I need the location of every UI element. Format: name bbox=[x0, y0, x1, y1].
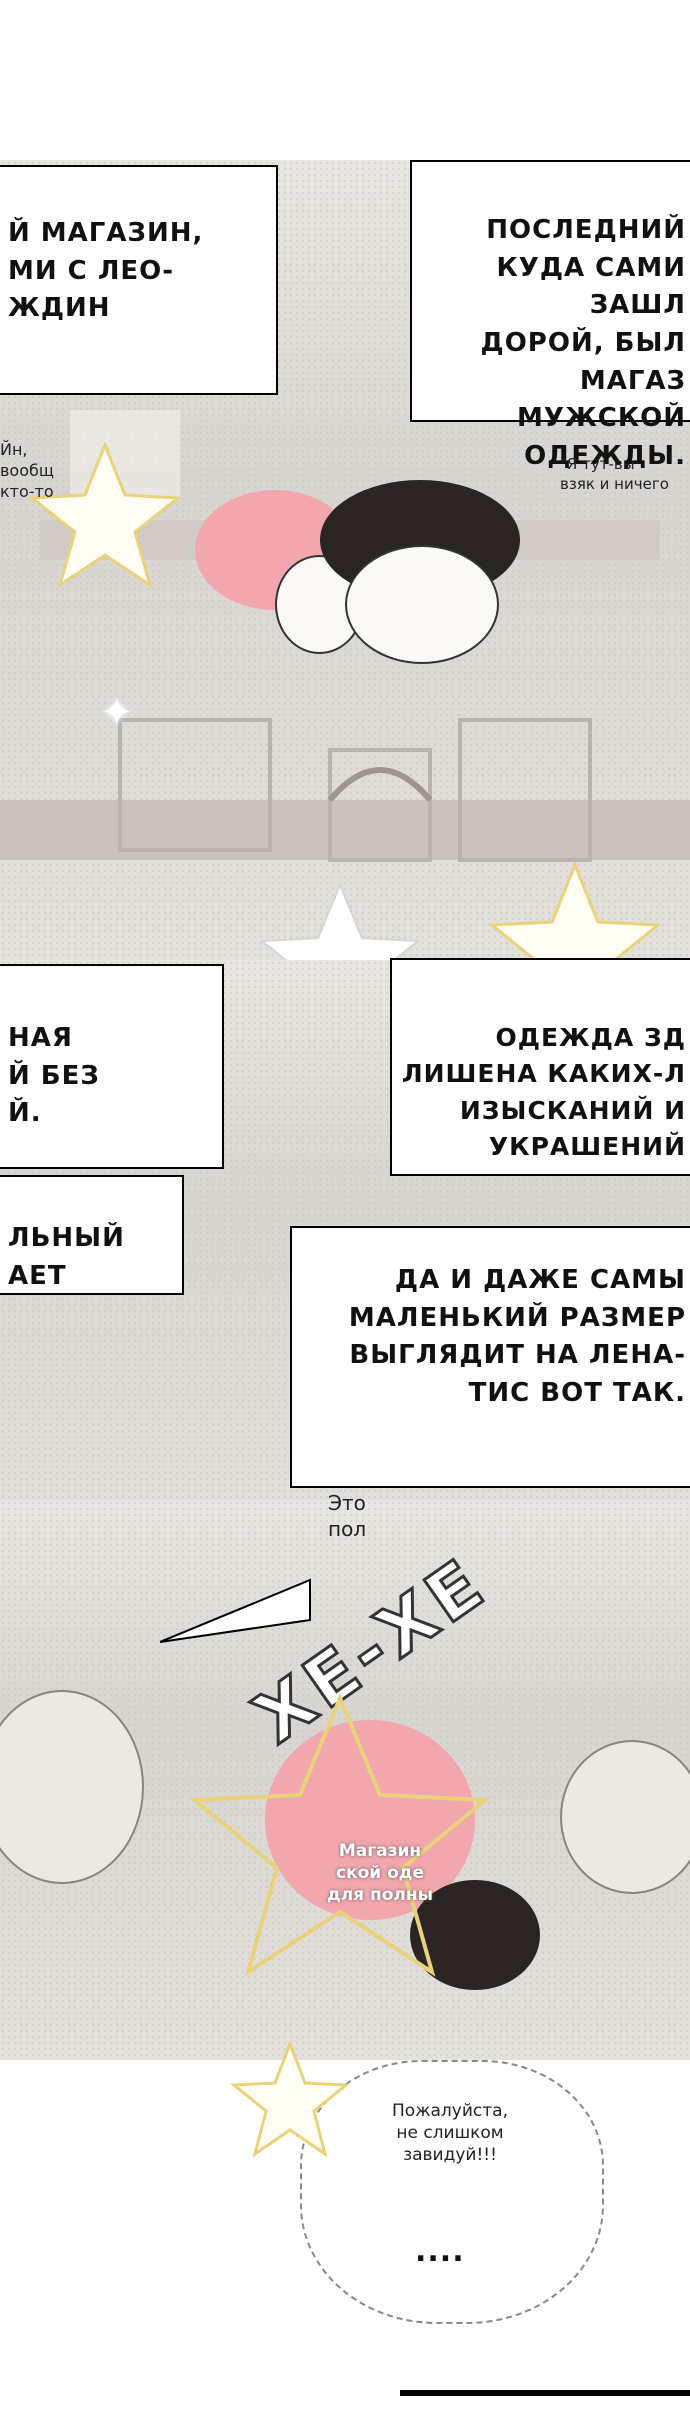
caption-right-3-text: ДА И ДАЖЕ САМЫ МАЛЕНЬКИЙ РАЗМЕР ВЫГЛЯДИТ… bbox=[348, 1265, 686, 1409]
gold-star-decoration bbox=[30, 440, 180, 589]
bottom-divider bbox=[400, 2390, 690, 2396]
speech-bubble-text: Пожалуйста, не слишком завидуй!!! bbox=[392, 2101, 508, 2166]
caption-left-2-text: НАЯ Й БЕЗ Й. bbox=[8, 1023, 100, 1129]
caption-box-left-3 bbox=[0, 1175, 184, 1295]
sparkle-icon: ✦ bbox=[100, 690, 134, 736]
caption-box-left-2 bbox=[0, 964, 224, 1169]
caption-right-text: ПОСЛЕДНИЙ КУДА САМИ ЗАШЛ ДОРОЙ, БЫЛ МАГА… bbox=[480, 215, 686, 472]
caption-box-right bbox=[410, 160, 690, 422]
caption-box-right-2 bbox=[390, 958, 690, 1176]
caption-small-text: Магазин ской оде для полны bbox=[326, 1841, 433, 1906]
chibi-pink-hair bbox=[265, 1720, 475, 1920]
caption-right-2-text: ОДЕЖДА ЗД ЛИШЕНА КАКИХ-Л ИЗЫСКАНИЙ И УКР… bbox=[401, 1023, 686, 1161]
speech-pointer bbox=[160, 1578, 311, 1643]
gold-star-decoration bbox=[230, 2040, 350, 2158]
caption-box-right-3 bbox=[290, 1226, 690, 1488]
caption-box-left bbox=[0, 165, 278, 395]
chibi-light-character bbox=[0, 1690, 144, 1884]
dark-hair-character-face bbox=[345, 545, 499, 664]
side-small-text: Это пол bbox=[328, 1491, 367, 1541]
caption-left-text: Й МАГАЗИН, МИ С ЛЕО- ЖДИН bbox=[8, 218, 204, 324]
gold-star-frame bbox=[190, 1692, 490, 1977]
side-left-text: Йн, вообщ кто-то bbox=[0, 440, 54, 501]
caption-left-3-text: ЛЬНЫЙ АЕТ bbox=[8, 1223, 125, 1291]
side-right-text: "Я тут-вы взяк и ничего bbox=[560, 455, 669, 493]
chibi-right-character bbox=[560, 1740, 690, 1894]
ellipsis-text: .... bbox=[415, 2234, 465, 2269]
speech-bubble bbox=[300, 2060, 604, 2324]
